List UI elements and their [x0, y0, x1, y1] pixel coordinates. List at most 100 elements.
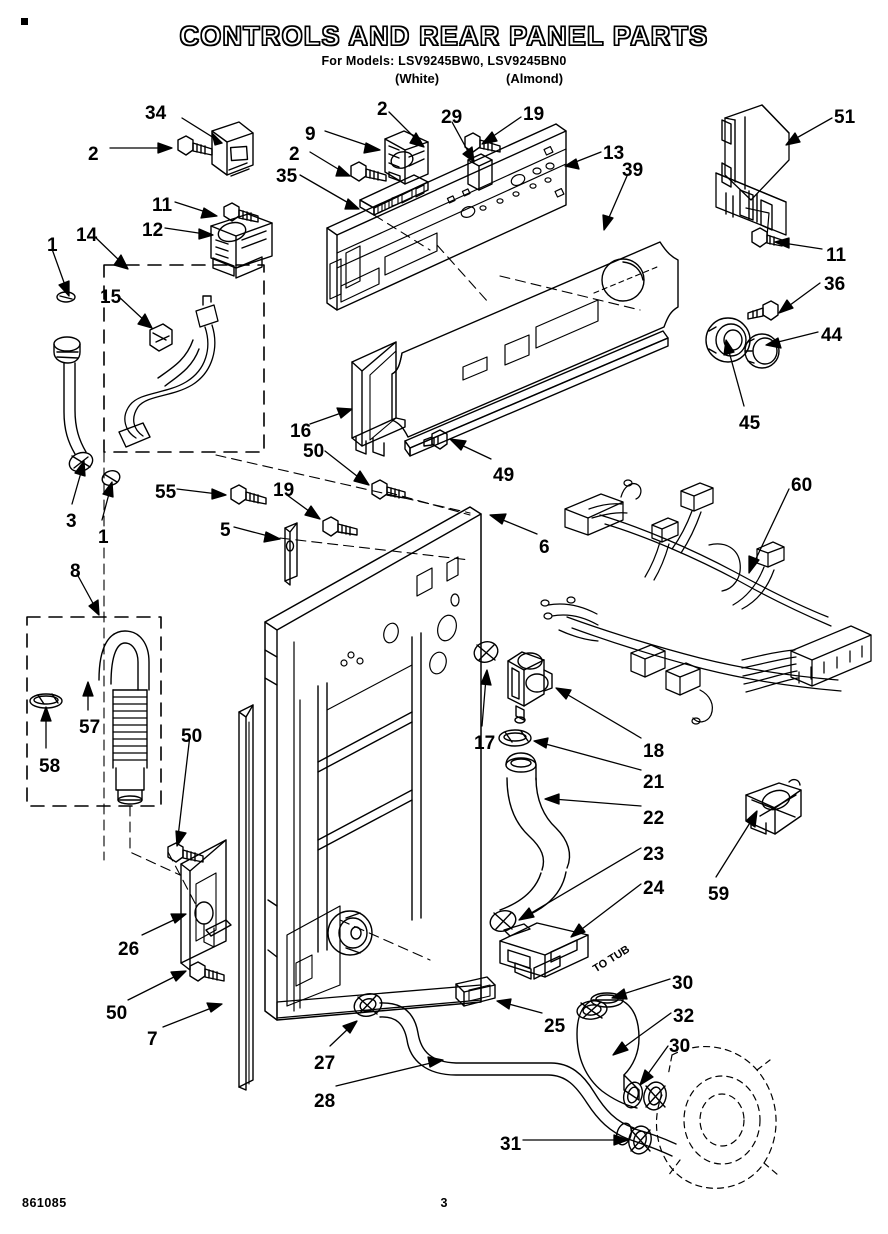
lower-outlet-hose — [615, 1122, 677, 1157]
part-1-ring-b — [101, 470, 121, 486]
callout-34: 34 — [145, 103, 167, 124]
part-25-clip — [455, 976, 496, 1007]
part-23-clamp — [489, 909, 517, 933]
part-11-screw — [223, 202, 259, 223]
part-16-end-cap — [351, 341, 406, 457]
callout-28: 28 — [314, 1091, 336, 1112]
callout-1: 1 — [98, 527, 109, 548]
part-7-side-rail — [238, 704, 254, 1091]
part-32-pump-hose — [576, 992, 644, 1109]
callout-11: 11 — [152, 195, 173, 216]
callout-1: 1 — [47, 235, 58, 256]
callout-45: 45 — [739, 413, 761, 434]
color-almond-label: (Almond) — [506, 71, 564, 87]
part-36-screw — [747, 300, 779, 321]
callout-25: 25 — [544, 1016, 566, 1037]
part-1-power-cord — [118, 295, 219, 448]
callout-31: 31 — [500, 1134, 522, 1155]
title-block: CONTROLS AND REAR PANEL PARTS For Models… — [0, 21, 888, 88]
part-55-screw — [230, 484, 267, 505]
part-30-clamp-b — [643, 1081, 667, 1111]
callout-50: 50 — [106, 1003, 128, 1024]
part-8-drain-hose — [98, 630, 150, 805]
color-white-label: (White) — [395, 71, 440, 87]
callout-6: 6 — [539, 537, 550, 558]
part-50-screw-c — [189, 961, 225, 982]
part-50-screw-a — [371, 479, 406, 500]
callout-8: 8 — [70, 561, 81, 582]
part-49-screw — [423, 429, 448, 450]
callout-13: 13 — [603, 143, 625, 164]
callout-32: 32 — [673, 1006, 695, 1027]
part-2-screw-b — [350, 161, 387, 182]
callout-2: 2 — [88, 144, 99, 165]
callout-24: 24 — [643, 878, 665, 899]
callout-9: 9 — [305, 124, 316, 145]
callout-22: 22 — [643, 808, 665, 829]
part-19-screw-a — [464, 132, 501, 153]
part-14-cord-group-box — [103, 264, 265, 453]
callout-19: 19 — [523, 104, 545, 125]
callout-51: 51 — [834, 107, 856, 128]
part-8-hose-group-box — [26, 616, 162, 807]
part-22-hose — [499, 752, 571, 918]
part-1-ring-a — [56, 291, 76, 303]
callout-60: 60 — [791, 475, 813, 496]
callout-27: 27 — [314, 1053, 336, 1074]
part-28-drain-hose — [379, 1002, 635, 1140]
leader-bracket-link — [745, 207, 770, 238]
color-variants: (White) (Almond) — [0, 71, 888, 88]
callout-16: 16 — [290, 421, 312, 442]
part-11-screw-b — [751, 227, 783, 248]
callout-14: 14 — [76, 225, 98, 246]
part-13-console-frame — [326, 123, 567, 311]
part-26-bracket — [180, 839, 232, 971]
callout-12: 12 — [142, 220, 164, 241]
callout-30: 30 — [672, 973, 694, 994]
page-title: CONTROLS AND REAR PANEL PARTS — [179, 21, 709, 51]
callout-57: 57 — [79, 717, 101, 738]
part-17-clamp — [473, 641, 499, 663]
callout-7: 7 — [147, 1029, 158, 1050]
callout-2: 2 — [377, 99, 388, 120]
part-15-strain-relief — [149, 323, 173, 352]
part-21-clamp — [498, 729, 532, 747]
callout-50: 50 — [303, 441, 325, 462]
callout-39: 39 — [622, 160, 644, 181]
part-44-knob — [744, 333, 780, 369]
callout-23: 23 — [643, 844, 665, 865]
motor-pulley — [327, 910, 373, 956]
leader-lines — [40, 111, 833, 1146]
callout-21: 21 — [643, 772, 665, 793]
part-9-switch-block — [384, 130, 429, 185]
callout-3: 3 — [66, 511, 77, 532]
callout-2: 2 — [289, 144, 300, 165]
callout-5: 5 — [220, 520, 231, 541]
callout-26: 26 — [118, 939, 140, 960]
part-27-clamp — [353, 992, 383, 1018]
part-60-wire-harness — [540, 479, 872, 725]
callout-18: 18 — [643, 741, 665, 762]
footer-document-code: 861085 — [22, 1196, 67, 1210]
part-18-water-valve — [507, 651, 553, 724]
phantom-alignment-lines — [103, 214, 641, 961]
callout-49: 49 — [493, 465, 515, 486]
callout-19: 19 — [273, 480, 295, 501]
callout-36: 36 — [824, 274, 846, 295]
callout-11: 11 — [826, 245, 847, 266]
corner-registration-mark — [21, 18, 28, 25]
part-39-console-panel — [391, 241, 679, 457]
part-51-bracket — [715, 104, 790, 236]
part-2-screw-a — [177, 135, 213, 156]
callout-59: 59 — [708, 884, 730, 905]
callout-29: 29 — [441, 107, 463, 128]
callout-55: 55 — [155, 482, 177, 503]
part-59-trap — [745, 778, 802, 835]
part-58-clamp — [29, 693, 63, 709]
models-subtitle: For Models: LSV9245BW0, LSV9245BN0 — [321, 54, 567, 69]
callout-50: 50 — [181, 726, 203, 747]
part-19-screw-b — [322, 516, 358, 537]
callout-58: 58 — [39, 756, 61, 777]
